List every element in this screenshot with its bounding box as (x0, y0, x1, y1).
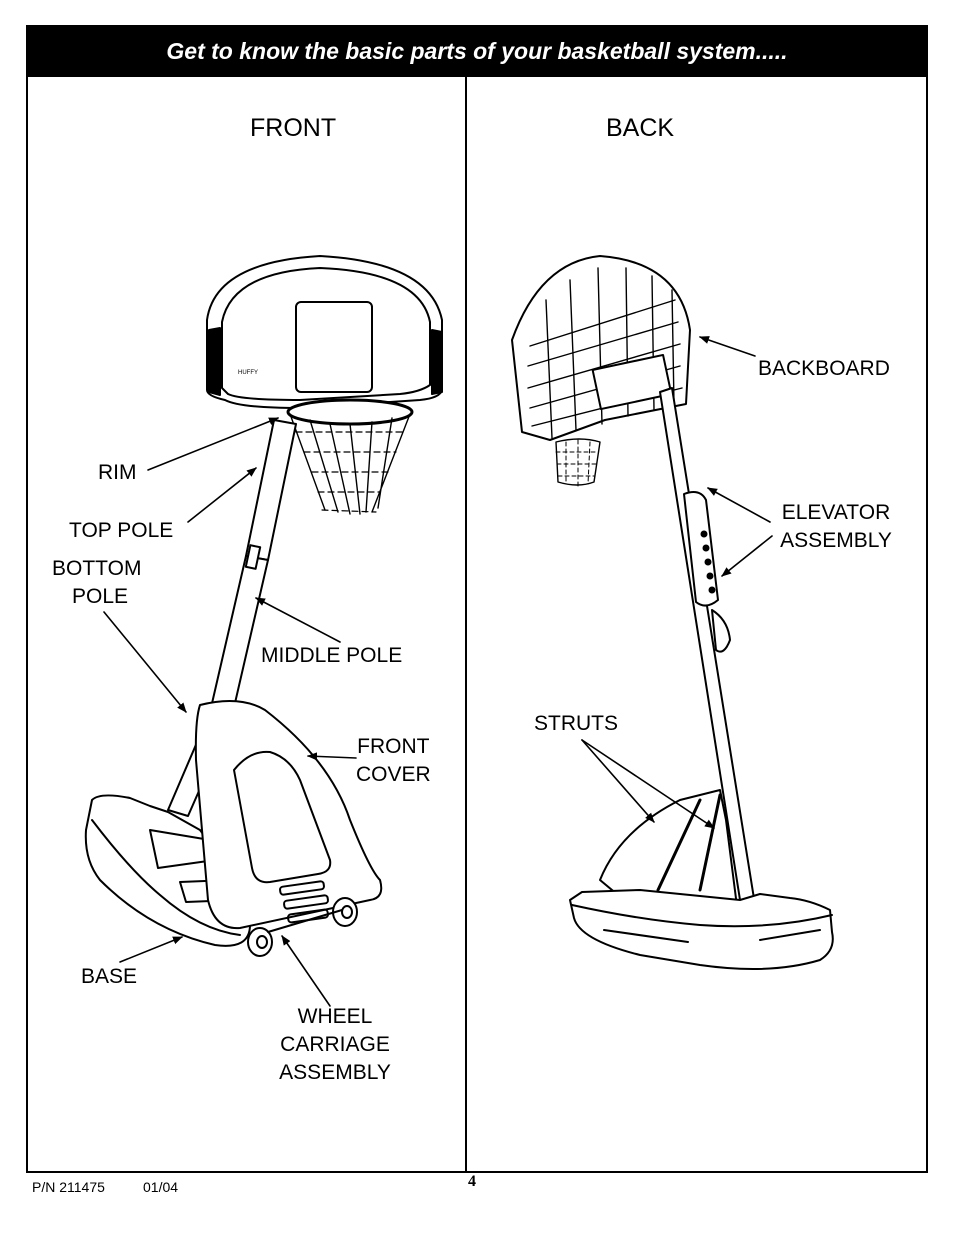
callout-arrows (103, 336, 773, 1007)
bottom-pole-label: BOTTOM POLE (52, 557, 142, 608)
back-backboard-drawing (511, 255, 691, 441)
part-number: P/N 211475 (32, 1179, 105, 1195)
page-number: 4 (468, 1173, 476, 1190)
page-header: Get to know the basic parts of your bask… (26, 25, 928, 77)
front-backboard-drawing: HUFFY (206, 255, 443, 409)
column-divider (465, 77, 467, 1171)
wheel-carriage-arrow (281, 935, 331, 1007)
front-cover-arrow (307, 752, 357, 761)
base-label: BASE (81, 965, 138, 988)
middle-pole-arrow (255, 597, 341, 643)
wheel-carriage-label: WHEEL CARRIAGE ASSEMBLY (279, 1005, 391, 1084)
elevator-arrow-1 (707, 487, 771, 523)
backboard-label: BACKBOARD (758, 357, 890, 380)
rim-arrow (147, 417, 279, 471)
base-arrow (119, 936, 183, 963)
front-cover-label: FRONT COVER (356, 735, 431, 786)
top-pole-arrow (187, 467, 257, 523)
front-title: FRONT (250, 114, 337, 142)
elevator-arrow-2 (721, 535, 773, 577)
svg-text:HUFFY: HUFFY (238, 370, 258, 376)
back-net-drawing (555, 438, 601, 487)
struts-arrow-1 (581, 739, 655, 823)
middle-pole-label: MIDDLE POLE (261, 644, 403, 667)
elevator-assembly-label: ELEVATOR ASSEMBLY (780, 501, 892, 552)
back-title: BACK (606, 114, 675, 142)
back-base-drawing (569, 789, 834, 970)
struts-arrow-2 (581, 739, 715, 829)
front-rim-net-drawing (286, 398, 414, 515)
rim-label: RIM (98, 461, 137, 484)
revision-date: 01/04 (143, 1179, 179, 1195)
struts-label: STRUTS (534, 712, 618, 735)
header-title: Get to know the basic parts of your bask… (166, 37, 788, 64)
bottom-pole-arrow (103, 611, 187, 713)
top-pole-label: TOP POLE (69, 519, 174, 542)
backboard-arrow (699, 336, 756, 357)
front-cover-drawing (194, 700, 383, 930)
front-wheels-drawing (247, 897, 358, 957)
